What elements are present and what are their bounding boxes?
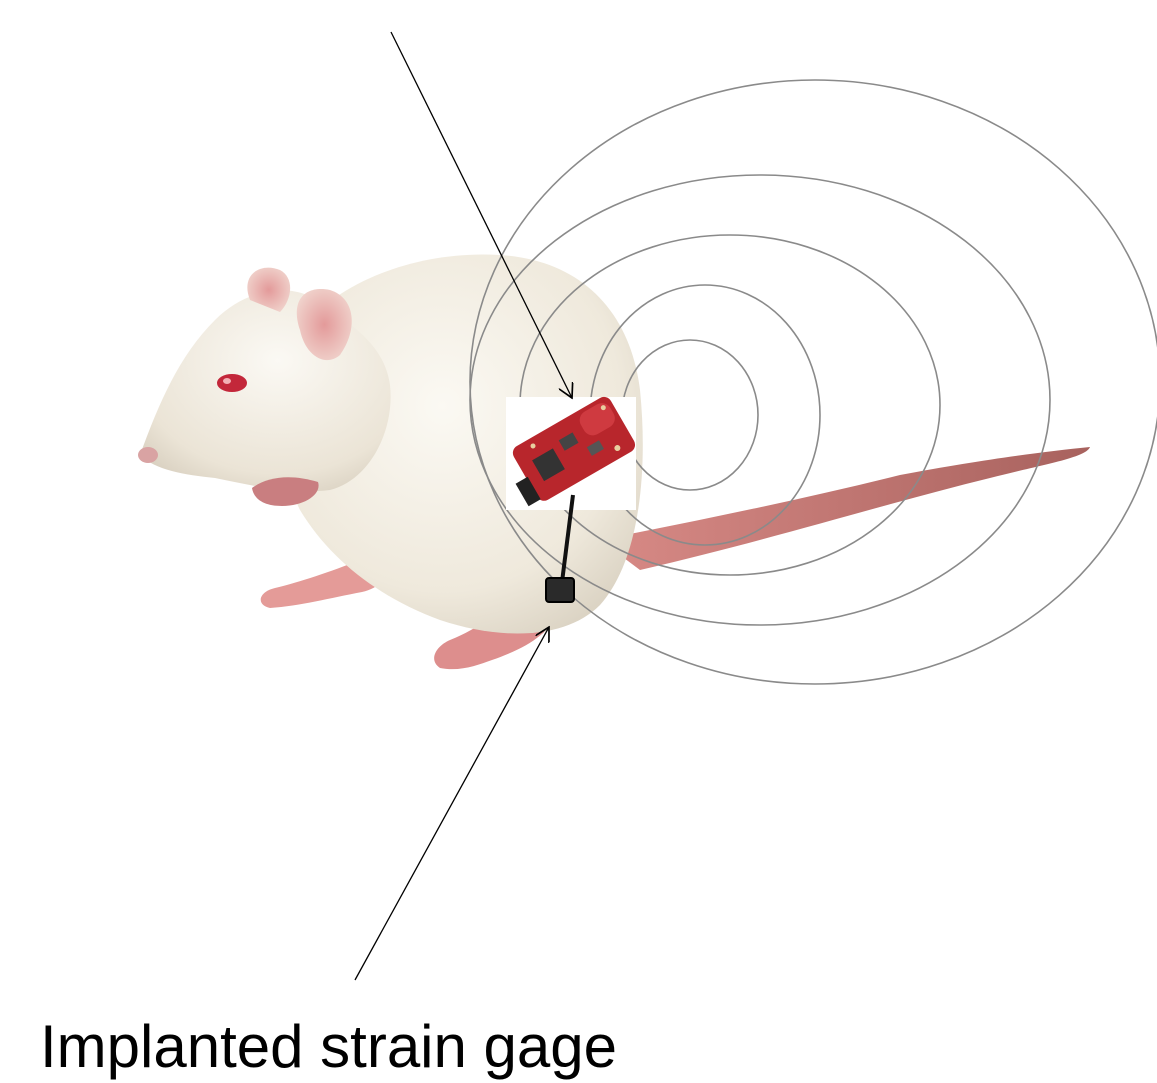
transmitter-module bbox=[500, 394, 638, 510]
strain-gage-caption: Implanted strain gage bbox=[40, 1012, 617, 1082]
signal-ring-1 bbox=[622, 340, 758, 490]
rat-tail bbox=[600, 447, 1090, 570]
strain-gage-icon bbox=[546, 578, 574, 602]
rat-nose bbox=[138, 447, 158, 463]
rat-eye bbox=[217, 374, 247, 392]
strain-gage-pointer-arrow bbox=[355, 627, 549, 980]
